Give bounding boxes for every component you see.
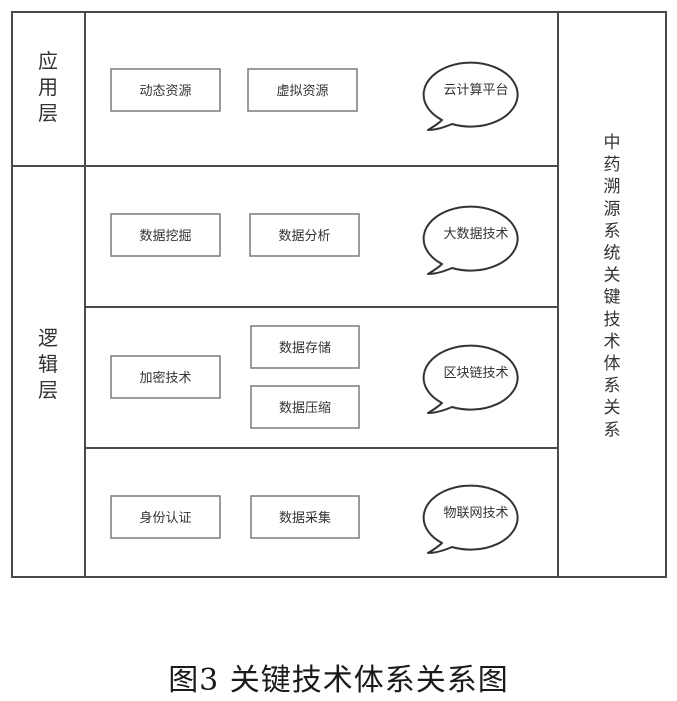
layer-label-application: 应用层 bbox=[38, 49, 58, 125]
row-big-data: 数据挖掘 数据分析 大数据技术 bbox=[110, 205, 519, 275]
box-data-collection bbox=[250, 495, 360, 539]
box-data-mining bbox=[110, 213, 221, 257]
box-dynamic-resource-label: 动态资源 bbox=[139, 84, 191, 99]
box-encryption-label: 加密技术 bbox=[139, 370, 191, 386]
box-encryption bbox=[110, 355, 221, 399]
layer-label-logic: 逻辑层 bbox=[38, 326, 58, 402]
speech-bubble-iot bbox=[422, 484, 519, 554]
outer-frame bbox=[11, 11, 667, 578]
box-data-collection-label: 数据采集 bbox=[279, 510, 331, 526]
figure-caption: 图3 关键技术体系关系图 bbox=[168, 663, 509, 698]
box-virtual-resource bbox=[247, 68, 358, 112]
box-dynamic-resource bbox=[110, 68, 221, 112]
box-data-analysis-label: 数据分析 bbox=[278, 229, 330, 244]
bubble-cloud-label: 云计算平台 bbox=[443, 83, 508, 98]
box-virtual-resource-label: 虚拟资源 bbox=[276, 84, 328, 99]
row-blockchain: 加密技术 数据存储 数据压缩 区块链技术 bbox=[110, 325, 519, 429]
box-data-analysis bbox=[249, 213, 360, 257]
box-data-storage-label: 数据存储 bbox=[279, 341, 331, 356]
system-title-vertical: 中药溯源系统关键技术体系关系 bbox=[604, 133, 621, 440]
box-data-mining-label: 数据挖掘 bbox=[139, 229, 191, 244]
box-identity-auth-label: 身份认证 bbox=[139, 510, 191, 526]
box-data-compression bbox=[250, 385, 360, 429]
box-data-storage bbox=[250, 325, 360, 369]
row-cloud-computing: 动态资源 虚拟资源 云计算平台 bbox=[110, 61, 519, 131]
row-iot: 身份认证 数据采集 物联网技术 bbox=[110, 484, 519, 554]
speech-bubble-blockchain bbox=[422, 344, 519, 414]
box-identity-auth bbox=[110, 495, 221, 539]
bubble-big-data-label: 大数据技术 bbox=[443, 227, 508, 242]
bubble-iot-label: 物联网技术 bbox=[443, 506, 508, 521]
speech-bubble-cloud bbox=[422, 61, 519, 131]
box-data-compression-label: 数据压缩 bbox=[279, 400, 331, 416]
speech-bubble-big-data bbox=[422, 205, 519, 275]
bubble-blockchain-label: 区块链技术 bbox=[443, 366, 508, 381]
